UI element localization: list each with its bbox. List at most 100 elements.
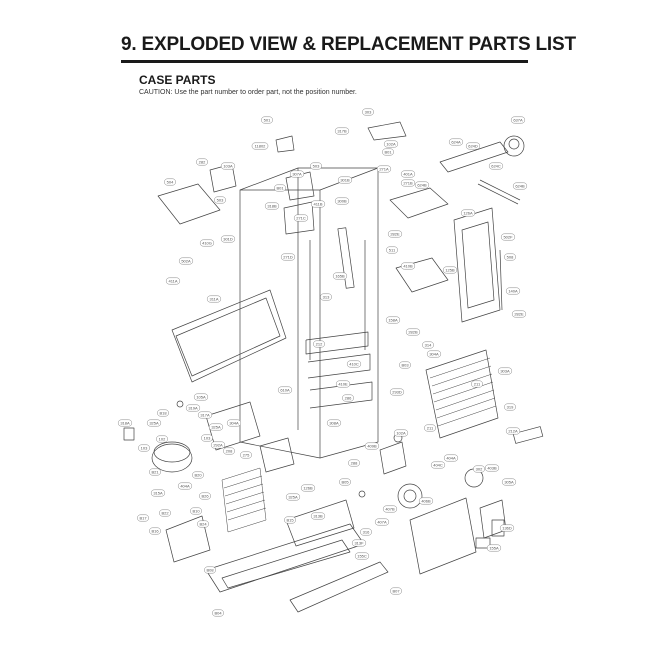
- callout-bubble: [197, 520, 209, 528]
- callout-label: B08: [206, 567, 214, 572]
- callout-bubble: [206, 295, 222, 303]
- part-callout: 282B: [405, 328, 421, 336]
- part-callout: 503: [310, 162, 322, 170]
- bottom-toe-grille: [289, 561, 389, 613]
- callout-bubble: [383, 140, 399, 148]
- callout-label: B17: [139, 515, 147, 520]
- callout-bubble: [500, 233, 516, 241]
- part-callout: B18: [157, 409, 169, 417]
- callout-bubble: [486, 544, 502, 552]
- part-callout: 271D: [280, 253, 296, 261]
- callout-label: 303: [365, 109, 372, 114]
- callout-label: 407A: [377, 519, 387, 524]
- part-callout: 208: [223, 447, 235, 455]
- part-callout: B07: [390, 587, 402, 595]
- callout-bubble: [376, 165, 392, 173]
- callout-bubble: [201, 434, 213, 442]
- callout-label: 211: [427, 425, 434, 430]
- callout-bubble: [149, 468, 161, 476]
- callout-bubble: [473, 465, 485, 473]
- callout-label: 126B: [303, 485, 313, 490]
- callout-bubble: [387, 230, 403, 238]
- callout-bubble: [360, 528, 372, 536]
- callout-bubble: [460, 209, 476, 217]
- part-callout: 313B: [310, 512, 326, 520]
- part-callout: 105A: [193, 393, 209, 401]
- callout-label: 293D: [392, 389, 402, 394]
- part-callout: 102: [156, 435, 168, 443]
- callout-label: 317A: [200, 412, 210, 417]
- part-callout: 410G: [199, 239, 215, 247]
- callout-bubble: [426, 350, 442, 358]
- part-callout: B04: [212, 609, 224, 617]
- callout-bubble: [310, 512, 326, 520]
- part-callout: 155C: [354, 552, 370, 560]
- part-callout: 11802: [251, 142, 269, 150]
- part-callout: 155A: [486, 544, 502, 552]
- callout-label: 325A: [211, 424, 221, 429]
- part-callout: B22: [159, 509, 171, 517]
- callout-bubble: [510, 116, 526, 124]
- part-callout: 508: [504, 253, 516, 261]
- callout-bubble: [313, 340, 325, 348]
- part-callout: 282E: [511, 310, 527, 318]
- callout-label: 318B: [267, 203, 277, 208]
- callout-bubble: [501, 478, 517, 486]
- callout-label: B03: [401, 362, 409, 367]
- part-callout: 282: [196, 158, 208, 166]
- callout-bubble: [505, 287, 521, 295]
- callout-label: 504: [167, 179, 174, 184]
- part-callout: 103A: [220, 162, 236, 170]
- part-callout: 637A: [510, 116, 526, 124]
- callout-bubble: [390, 587, 402, 595]
- part-callout: 301D: [220, 235, 236, 243]
- callout-label: B01: [384, 149, 392, 154]
- callout-label: 404A: [446, 455, 456, 460]
- callout-label: 282E: [514, 311, 524, 316]
- callout-label: 404A: [180, 483, 190, 488]
- callout-bubble: [310, 162, 322, 170]
- callout-label: 411A: [168, 278, 177, 283]
- callout-label: 305A: [504, 479, 514, 484]
- callout-bubble: [220, 162, 236, 170]
- callout-bubble: [335, 380, 351, 388]
- part-callout: 410B: [400, 262, 416, 270]
- part-callout: 411A: [165, 277, 181, 285]
- callout-label: 410B: [403, 263, 413, 268]
- callout-bubble: [334, 197, 350, 205]
- callout-bubble: [511, 310, 527, 318]
- callout-label: B24: [199, 521, 207, 526]
- callout-label: 501: [264, 117, 271, 122]
- callout-bubble: [208, 423, 224, 431]
- ice-maker-assembly: [389, 135, 525, 293]
- callout-bubble: [400, 262, 416, 270]
- callout-label: 103: [204, 435, 211, 440]
- part-callout: 313F: [351, 539, 367, 547]
- callout-label: B22: [161, 510, 169, 515]
- part-callout: 318B: [264, 202, 280, 210]
- callout-label: 105A: [196, 394, 206, 399]
- callout-label: 140A: [508, 288, 518, 293]
- part-callout: 212: [313, 340, 325, 348]
- callout-bubble: [199, 492, 211, 500]
- callout-label: 102: [159, 436, 166, 441]
- callout-label: 325A: [149, 420, 159, 425]
- part-callout: 292A: [210, 441, 226, 449]
- callout-bubble: [197, 411, 213, 419]
- part-callout: 624B: [512, 182, 528, 190]
- callout-bubble: [138, 444, 150, 452]
- section-title: CASE PARTS: [139, 73, 216, 87]
- callout-label: 304A: [229, 420, 239, 425]
- part-callout: 511: [386, 246, 398, 254]
- part-callout: 610A: [277, 386, 293, 394]
- callout-bubble: [422, 341, 434, 349]
- callout-label: 102A: [386, 141, 396, 146]
- callout-bubble: [117, 419, 133, 427]
- callout-label: 282: [199, 159, 206, 164]
- callout-label: 313B: [313, 513, 323, 518]
- callout-label: 401A: [403, 171, 413, 176]
- caution-note: CAUTION: Use the part number to order pa…: [139, 89, 357, 96]
- title-rule: [121, 60, 528, 63]
